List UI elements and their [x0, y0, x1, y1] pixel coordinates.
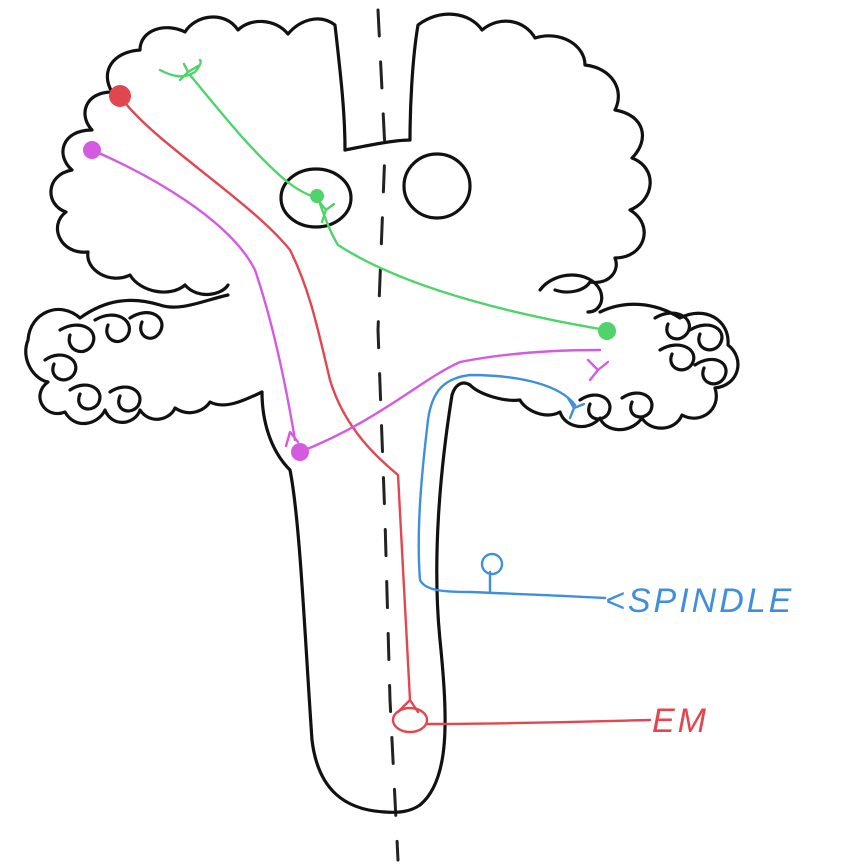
red-efferent-line — [426, 720, 650, 724]
magenta-cell-body-top — [83, 141, 101, 159]
brainstem-left-edge — [262, 392, 385, 812]
blue-fiber — [419, 375, 605, 598]
em-label: EM — [652, 702, 709, 740]
red-pathway — [109, 85, 650, 732]
midline — [378, 10, 398, 860]
left-cerebellum-coils — [26, 295, 262, 424]
brainstem-right-edge — [385, 383, 470, 812]
right-nucleus-oval — [404, 154, 470, 218]
magenta-cell-body-stem — [291, 443, 309, 461]
blue-dorsal-root-ganglion — [482, 554, 502, 574]
green-cell-body-cerebellum — [598, 322, 616, 340]
spindle-label: <SPINDLE — [605, 582, 794, 620]
red-lower-motor-cell — [393, 708, 427, 732]
magenta-terminal-right — [588, 360, 608, 380]
blue-terminal — [568, 398, 584, 418]
red-cell-body — [109, 85, 131, 107]
blue-pathway — [419, 375, 605, 598]
green-pathway — [160, 60, 616, 340]
right-fold-hook — [540, 275, 602, 312]
green-cell-body-oval — [310, 189, 324, 203]
magenta-pathway — [83, 141, 608, 461]
right-cerebrum-outline — [345, 14, 650, 292]
magenta-fiber — [92, 150, 295, 440]
